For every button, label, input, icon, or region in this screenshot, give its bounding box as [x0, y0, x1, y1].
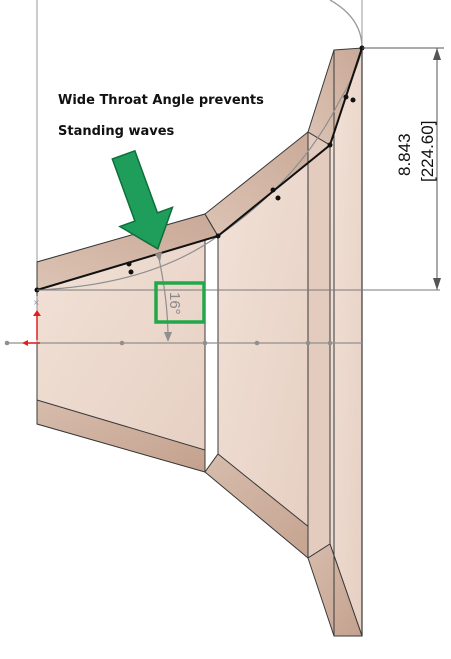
centerline-point	[202, 340, 208, 346]
annotation-line-1: Wide Throat Angle prevents	[58, 93, 264, 108]
sketch-point	[343, 94, 349, 100]
centerline-point	[119, 340, 125, 346]
sketch-point	[128, 269, 134, 275]
origin-marker-icon: ×	[22, 296, 41, 346]
dimension-arrow-top	[433, 48, 441, 60]
green-arrow-icon	[111, 149, 174, 250]
centerline-point	[327, 340, 333, 346]
profile-construction-curve	[36, 47, 363, 291]
sketch-point	[270, 187, 276, 193]
centerline-point	[305, 340, 311, 346]
angle-arrowhead-top	[155, 252, 162, 262]
centerline-point	[254, 340, 260, 346]
dimension-arrow-bottom	[433, 278, 441, 290]
angle-dimension-label: 16°	[166, 292, 183, 315]
annotation-line-2: Standing waves	[58, 124, 175, 139]
svg-text:×: ×	[33, 298, 40, 307]
angle-dimension-arc	[157, 253, 169, 339]
angle-highlight-box	[154, 281, 206, 324]
mouth-section-front	[329, 47, 363, 637]
centerline-point	[4, 340, 10, 346]
sketch-point	[327, 142, 333, 148]
sketch-point	[350, 97, 356, 103]
dimension-value-primary: 8.843	[395, 133, 414, 176]
sketch-point	[215, 233, 221, 239]
dimension-value-secondary: [224.60]	[418, 121, 437, 182]
angle-arrowhead-bottom	[164, 332, 172, 342]
construction-arc	[329, 0, 363, 49]
centerline-points	[4, 340, 333, 346]
middle-ring-band	[307, 131, 331, 559]
sketch-point	[126, 261, 132, 267]
sketch-points	[34, 45, 365, 293]
sketch-point	[275, 195, 281, 201]
